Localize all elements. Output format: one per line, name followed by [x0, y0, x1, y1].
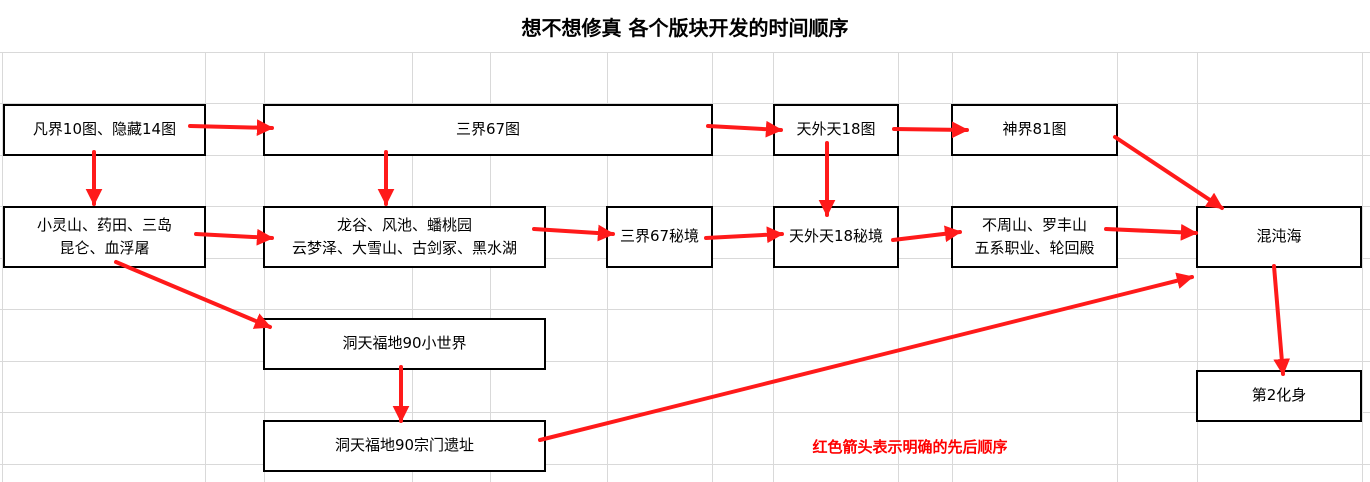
node-label: 洞天福地90小世界 [342, 334, 467, 353]
node-label: 洞天福地90宗门遗址 [334, 436, 475, 455]
page-title: 想不想修真 各个版块开发的时间顺序 [0, 0, 1370, 53]
node-dier-huashen: 第2化身 [1196, 370, 1362, 422]
arrow-sanjie-mijing-to-tianwaitian-mijing [704, 226, 784, 244]
node-label-line2: 云梦泽、大雪山、古剑冢、黑水湖 [291, 239, 517, 257]
arrow-buzhoushan-to-hundunhai [1104, 223, 1198, 241]
arrow-tianwaitian-mijing-to-buzhoushan [891, 225, 962, 243]
arrow-zongmen-to-hundunhai [538, 272, 1194, 442]
legend-note: 红色箭头表示明确的先后顺序 [812, 438, 1008, 456]
arrow-shenjie-to-hundunhai [1113, 135, 1224, 210]
node-dongtian-xiaoshijie: 洞天福地90小世界 [263, 318, 546, 370]
node-longgu: 龙谷、风池、蟠桃园 云梦泽、大雪山、古剑冢、黑水湖 [263, 206, 546, 268]
arrow-sanjie-to-tianwaitian [706, 120, 783, 138]
node-label: 凡界10图、隐藏14图 [32, 120, 177, 139]
node-label: 第2化身 [1251, 386, 1307, 405]
arrow-xiaolingshan-to-xiaoshijie [114, 260, 272, 329]
node-label: 三界67图 [455, 120, 521, 139]
node-label: 混沌海 [1256, 227, 1302, 246]
node-label-line1: 龙谷、风池、蟠桃园 [336, 215, 472, 234]
node-label: 天外天18图 [796, 120, 876, 139]
node-label-line2: 五系职业、轮回殿 [974, 239, 1095, 257]
node-tianwaitian: 天外天18图 [773, 104, 899, 156]
node-label-line1: 不周山、罗丰山 [981, 215, 1087, 234]
arrow-xiaolingshan-to-longgu [194, 228, 274, 246]
node-label: 天外天18秘境 [788, 227, 884, 246]
node-dongtian-zongmen: 洞天福地90宗门遗址 [263, 420, 546, 472]
node-label-line1: 小灵山、药田、三岛 [36, 215, 172, 234]
node-xiaolingshan: 小灵山、药田、三岛 昆仑、血浮屠 [3, 206, 206, 268]
node-sanjie-mijing: 三界67秘境 [606, 206, 713, 268]
node-label-line2: 昆仑、血浮屠 [59, 239, 150, 257]
arrow-hundunhai-to-dier-huashen [1272, 264, 1291, 376]
node-hundunhai: 混沌海 [1196, 206, 1362, 268]
node-tianwaitian-mijing: 天外天18秘境 [773, 206, 899, 268]
node-sanjie: 三界67图 [263, 104, 713, 156]
node-fanjie: 凡界10图、隐藏14图 [3, 104, 206, 156]
node-label: 三界67秘境 [619, 227, 700, 246]
node-buzhoushan: 不周山、罗丰山 五系职业、轮回殿 [951, 206, 1118, 268]
node-label: 神界81图 [1002, 120, 1067, 139]
node-shenjie: 神界81图 [951, 104, 1118, 156]
